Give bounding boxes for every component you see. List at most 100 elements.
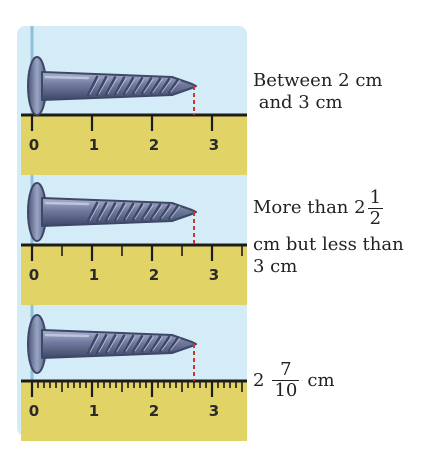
screw-thread — [131, 202, 144, 222]
fraction-denominator: 2 — [367, 207, 384, 229]
ruler — [21, 381, 247, 441]
screw-thread-highlight — [134, 78, 145, 94]
screw-thread-highlight — [152, 79, 163, 93]
screw-thread-highlight — [125, 204, 136, 220]
screw-thread-highlight — [161, 337, 172, 351]
screw-thread — [140, 335, 153, 353]
caption-row-2-prefix: More than 2 — [253, 197, 366, 218]
screw-thread — [158, 335, 171, 353]
caption-row-1: Between 2 cm and 3 cm — [253, 70, 382, 114]
screw-thread — [86, 333, 99, 355]
screw — [27, 56, 197, 116]
fraction-denominator: 10 — [272, 380, 300, 401]
screw-thread-highlight — [143, 78, 154, 94]
fraction-numerator: 7 — [280, 359, 292, 380]
ruler-tick-label: 1 — [89, 136, 99, 154]
screw — [27, 314, 197, 374]
screw-thread-highlight — [116, 336, 127, 352]
screw-thread — [158, 203, 171, 221]
screw-thread — [149, 77, 162, 95]
screw-thread — [140, 203, 153, 221]
screw-thread-highlight — [107, 203, 118, 221]
screw-thread — [113, 334, 126, 354]
screw-thread — [104, 76, 117, 96]
caption-row-2-line-3: 3 cm — [253, 256, 298, 277]
ruler-tick-label: 3 — [209, 136, 219, 154]
screw-thread-highlight — [143, 204, 154, 220]
screw-thread — [158, 77, 171, 95]
caption-row-2-line-2: cm but less than — [253, 234, 404, 255]
screw-highlight — [44, 201, 90, 206]
screw-thread-highlight — [143, 336, 154, 352]
fraction-one-half: 1 2 — [367, 186, 384, 229]
ruler-tick-label: 2 — [149, 136, 159, 154]
caption-row-3: 2 7 10 cm — [253, 360, 335, 401]
caption-row-3-suffix: cm — [307, 369, 335, 391]
screw-thread-highlight — [161, 79, 172, 93]
screw-thread — [167, 336, 180, 352]
measurement-row-3: 0 1 2 3 — [21, 314, 247, 441]
screw-thread — [104, 334, 117, 354]
screw-thread — [86, 75, 99, 97]
screw-thread-highlight — [89, 203, 100, 221]
screw-thread-highlight — [107, 335, 118, 353]
screw-highlight — [44, 75, 90, 80]
screw-thread-highlight — [125, 336, 136, 352]
screw-thread — [113, 202, 126, 222]
ruler-tick-label: 2 — [149, 266, 159, 284]
screw-thread-highlight — [161, 205, 172, 219]
screw-thread — [122, 334, 135, 354]
caption-row-3-prefix: 2 — [253, 369, 265, 391]
caption-row-2: More than 2 1 2 cm but less than 3 cm — [253, 184, 404, 278]
screw-thread-highlight — [98, 77, 109, 95]
ruler-tick-label: 2 — [149, 402, 159, 420]
screw-thread-highlight — [107, 77, 118, 95]
fraction-numerator: 1 — [369, 186, 382, 208]
screw-thread — [104, 202, 117, 222]
screw-thread — [95, 75, 108, 97]
screw-thread-highlight — [152, 205, 163, 219]
screw-thread — [167, 204, 180, 220]
screw-thread — [131, 334, 144, 354]
ruler-tick-label: 1 — [89, 402, 99, 420]
screw-thread-highlight — [152, 337, 163, 351]
screw-thread-highlight — [116, 204, 127, 220]
screw-thread-highlight — [116, 78, 127, 94]
ruler-tick-label: 3 — [209, 402, 219, 420]
screw-thread-highlight — [89, 335, 100, 353]
screw-thread — [167, 78, 180, 94]
ruler-tick-label: 0 — [29, 136, 39, 154]
measurement-row-2: 0 1 2 3 — [21, 182, 247, 305]
screw-thread — [149, 203, 162, 221]
measurement-row-1: 0 1 2 3 — [21, 56, 247, 175]
screw-thread-highlight — [134, 336, 145, 352]
caption-row-1-line-1: Between 2 cm — [253, 70, 383, 91]
screw-thread-highlight — [98, 203, 109, 221]
screw — [27, 182, 197, 242]
screw-highlight — [44, 333, 90, 338]
ruler-tick-label: 3 — [209, 266, 219, 284]
screw-thread — [122, 202, 135, 222]
fraction-seven-tenths: 7 10 — [272, 359, 300, 401]
screw-thread — [122, 76, 135, 96]
caption-row-2-line-1: More than 2 1 2 — [253, 184, 404, 232]
ruler-tick-label: 0 — [29, 402, 39, 420]
screw-thread — [131, 76, 144, 96]
screw-thread — [86, 201, 99, 223]
ruler-tick-label: 1 — [89, 266, 99, 284]
ruler — [21, 115, 247, 175]
screw-thread-highlight — [170, 337, 181, 351]
screw-thread-highlight — [89, 77, 100, 95]
screw-thread-highlight — [134, 204, 145, 220]
screw-thread-highlight — [170, 79, 181, 93]
screw-thread-highlight — [170, 205, 181, 219]
screw-thread-highlight — [125, 78, 136, 94]
caption-row-1-line-2: and 3 cm — [253, 92, 343, 113]
screw-thread — [95, 201, 108, 223]
ruler-tick-label: 0 — [29, 266, 39, 284]
screw-thread — [95, 333, 108, 355]
screw-thread-highlight — [98, 335, 109, 353]
screw-thread — [149, 335, 162, 353]
screw-thread — [140, 77, 153, 95]
